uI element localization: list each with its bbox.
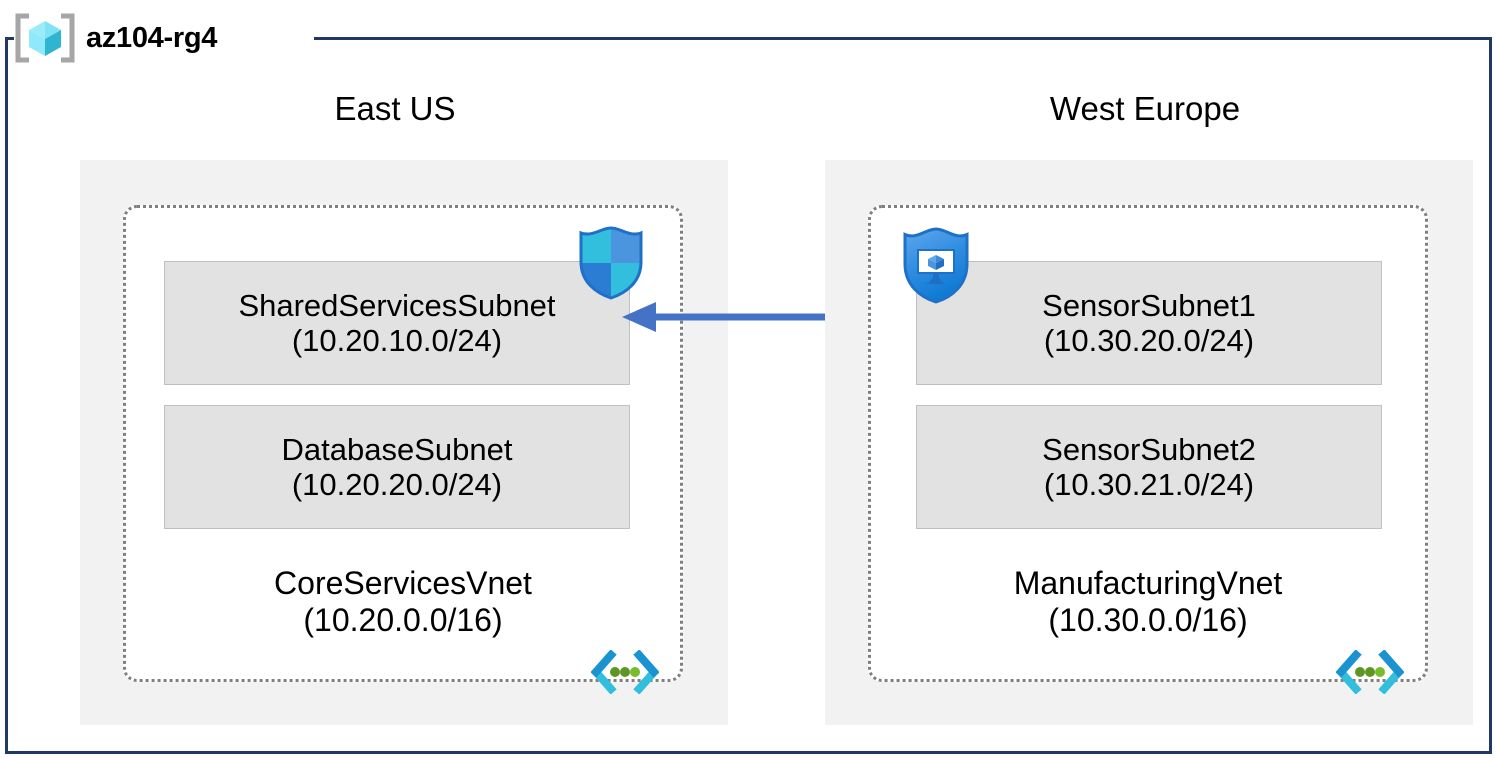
region-label-west-europe: West Europe (1049, 90, 1241, 127)
resource-group-frame (5, 37, 1492, 754)
vnet-cidr: (10.20.0.0/16) (303, 602, 503, 639)
resource-group-title-gap (14, 22, 314, 56)
vnet-caption-manufacturingvnet: ManufacturingVnet (10.30.0.0/16) (868, 565, 1428, 639)
resource-group-icon (15, 13, 75, 63)
virtual-network-icon (591, 650, 659, 694)
vnet-caption-coreservicesvnet: CoreServicesVnet (10.20.0.0/16) (123, 565, 683, 639)
region-label-east-us: East US (334, 90, 456, 127)
subnet-name: SensorSubnet2 (1042, 431, 1256, 467)
vnet-cidr: (10.30.0.0/16) (1048, 602, 1248, 639)
subnet-box-sensorsubnet2[interactable]: SensorSubnet2 (10.30.21.0/24) (916, 405, 1382, 529)
subnet-name: DatabaseSubnet (281, 431, 513, 467)
subnet-box-sensorsubnet1[interactable]: SensorSubnet1 (10.30.20.0/24) (916, 261, 1382, 385)
subnet-box-databasesubnet[interactable]: DatabaseSubnet (10.20.20.0/24) (164, 405, 630, 529)
vm-security-shield-icon (903, 227, 969, 304)
virtual-network-icon (1336, 650, 1404, 694)
subnet-cidr: (10.30.21.0/24) (1043, 467, 1255, 502)
subnet-cidr: (10.20.20.0/24) (291, 467, 503, 502)
vnet-name: ManufacturingVnet (1013, 565, 1283, 601)
subnet-cidr: (10.30.20.0/24) (1043, 323, 1255, 358)
subnet-cidr: (10.20.10.0/24) (291, 323, 503, 358)
subnet-name: SharedServicesSubnet (238, 287, 556, 323)
subnet-name: SensorSubnet1 (1042, 287, 1256, 323)
vnet-name: CoreServicesVnet (274, 565, 532, 601)
network-security-group-shield-icon (579, 226, 643, 300)
resource-group-name: az104-rg4 (86, 21, 218, 54)
subnet-box-sharedservicessubnet[interactable]: SharedServicesSubnet (10.20.10.0/24) (164, 261, 630, 385)
resource-group-title: az104-rg4 (14, 12, 217, 64)
